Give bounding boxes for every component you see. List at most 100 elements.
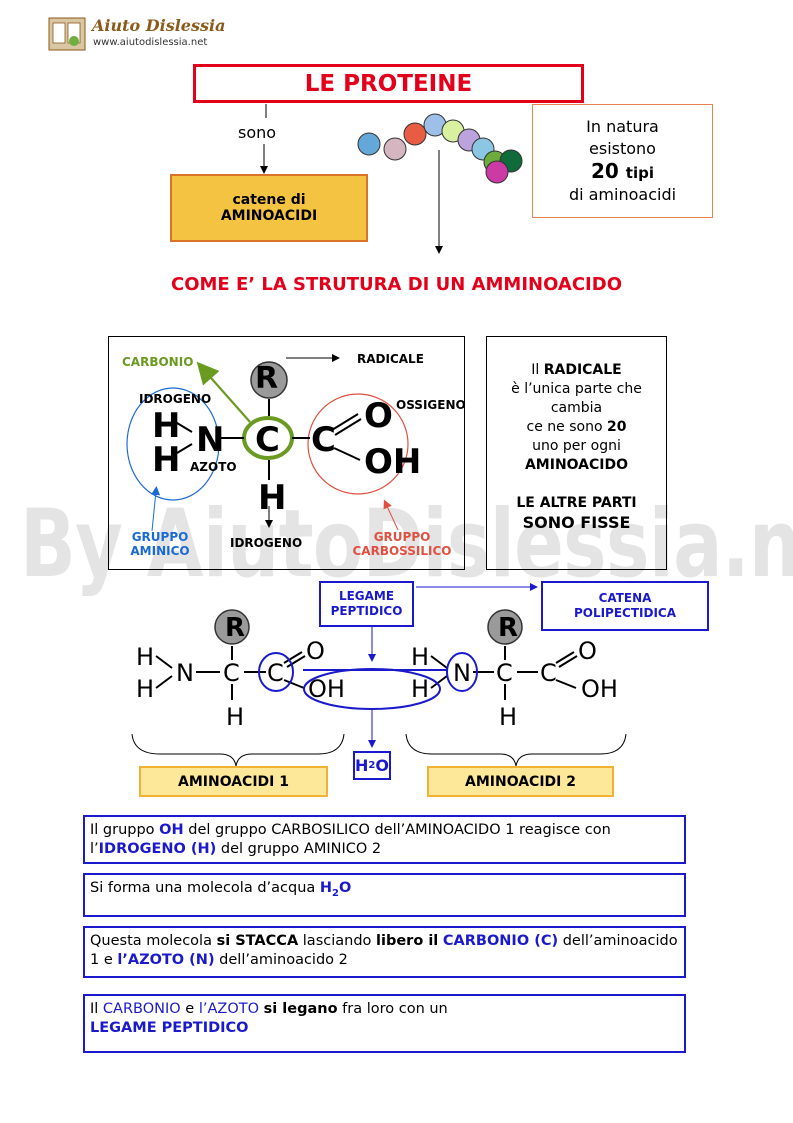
info-line1: Il RADICALE (531, 361, 622, 380)
note2-c: O (339, 880, 352, 896)
aa1-atom-o: O (306, 637, 325, 665)
aa1-atom-h2: H (136, 675, 155, 703)
aa1-atom-c-carboxyl: C (267, 659, 284, 687)
page-title: LE PROTEINE (193, 64, 584, 103)
natura-count: 20 tipi (591, 160, 654, 184)
note3-c: lasciando (298, 933, 377, 949)
h2o-o: O (375, 756, 389, 775)
natura-line2: esistono (589, 139, 656, 158)
structure-heading: COME E’ LA STRUTURA DI UN AMMINOACIDO (171, 274, 622, 295)
bead-10 (485, 160, 509, 184)
atom-oh: OH (364, 442, 422, 482)
label-radicale: RADICALE (357, 352, 424, 366)
aa2-atom-h2: H (411, 675, 430, 703)
note1-b: OH (159, 822, 184, 838)
info-line4: ce ne sono 20 (527, 418, 627, 437)
catene-line1: catene di (232, 192, 306, 208)
note-2: Si forma una molecola d’acqua H2O (83, 873, 686, 917)
note2-sub: 2 (332, 887, 339, 899)
atom-o: O (364, 396, 393, 436)
note-1: Il gruppo OH del gruppo CARBOSILICO dell… (83, 815, 686, 864)
logo-url: www.aiutodislessia.net (93, 37, 208, 48)
note4-d: l’AZOTO (198, 1001, 260, 1017)
aa2-atom-oh: OH (581, 675, 618, 703)
info-line2: è l’unica parte che (511, 381, 642, 397)
bead-3 (403, 122, 427, 146)
note-3: Questa molecola si STACCA lasciando libe… (83, 926, 686, 978)
label-gruppo-carb-1: GRUPPO (373, 530, 431, 544)
catene-box: catene di AMINOACIDI (170, 174, 368, 242)
natura-line4: di aminoacidi (568, 185, 677, 204)
aa2-atom-c: C (496, 659, 513, 687)
catene-line2: AMINOACIDI (220, 208, 318, 224)
aa2-atom-h3: H (499, 703, 518, 731)
aa1-atom-oh: OH (308, 675, 345, 703)
label-ossigeno: OSSIGENO (396, 398, 466, 412)
note4-h: LEGAME PEPTIDICO (90, 1020, 249, 1036)
aa2-atom-h1: H (411, 643, 430, 671)
aa2-atom-n: N (453, 659, 471, 687)
info-line8: SONO FISSE (522, 513, 631, 532)
aa2-atom-c-carboxyl: C (540, 659, 557, 687)
info-l4a: ce ne sono (526, 419, 607, 435)
label-gruppo-carb-2: CARBOSSILICO (352, 544, 452, 558)
note4-c: e (180, 1001, 199, 1017)
note1-e: del gruppo AMINICO 2 (216, 841, 382, 857)
info-line6: AMINOACIDO (524, 457, 629, 473)
natura-tipi: tipi (625, 164, 654, 182)
aa2-atom-o: O (578, 637, 597, 665)
note4-b: CARBONIO (102, 1001, 181, 1017)
note2-b: H (319, 880, 333, 896)
info-l1b: RADICALE (543, 362, 622, 378)
note-4: Il CARBONIO e l’AZOTO si legano fra loro… (83, 994, 686, 1053)
note3-i: dell’aminoacido 2 (214, 952, 348, 968)
legame-peptidico-box: LEGAME PEPTIDICO (319, 581, 414, 627)
bead-1 (357, 132, 381, 156)
info-line3: cambia (550, 400, 603, 416)
note3-b: si STACCA (216, 933, 299, 949)
radicale-info-box: Il RADICALE è l’unica parte che cambia c… (486, 336, 667, 570)
note3-f: CARBONIO (C) (442, 933, 559, 949)
aminoacidi-1-box: AMINOACIDI 1 (139, 766, 328, 797)
atom-h-bottom: H (258, 478, 287, 518)
aa1-atom-c: C (223, 659, 240, 687)
h2o-h: H (355, 756, 369, 775)
info-l4b: 20 (606, 419, 627, 435)
bead-2 (383, 137, 407, 161)
h2o-sub: 2 (368, 760, 376, 771)
logo-name: Aiuto Dislessia (92, 16, 226, 35)
atom-r: R (255, 361, 279, 396)
natura-box: In natura esistono 20 tipi di aminoacidi (532, 104, 713, 218)
watermark: By AiutoDislessia.net (20, 490, 793, 599)
natura-line1: In natura (586, 117, 659, 136)
aminoacid-chain (357, 113, 523, 184)
atom-c-alpha: C (255, 420, 280, 460)
label-idrogeno-top: IDROGENO (139, 392, 212, 406)
info-line5: uno per ogni (532, 438, 621, 454)
catena-polipectidica-box: CATENA POLIPECTIDICA (541, 581, 709, 631)
info-l1a: Il (531, 362, 544, 378)
note4-g: fra loro con un (337, 1001, 448, 1017)
label-gruppo-aminico-1: GRUPPO (131, 530, 189, 544)
aa1-atom-r: R (225, 613, 246, 643)
sono-label: sono (238, 123, 277, 142)
aa1-atom-h1: H (136, 643, 155, 671)
note1-d: IDROGENO (H) (98, 841, 217, 857)
info-line7: LE ALTRE PARTI (516, 495, 637, 511)
label-gruppo-aminico-2: AMINICO (130, 544, 190, 558)
atom-n: N (196, 420, 225, 460)
top-connectors (260, 104, 443, 254)
label-gruppo-aminico: GRUPPO AMINICO (128, 530, 192, 558)
note1-a: Il gruppo (90, 822, 160, 838)
note1-c: del gruppo CARBOSILICO dell’AMINOACIDO 1… (90, 822, 611, 857)
legame-line2: PEPTIDICO (330, 604, 403, 618)
structure-box (108, 336, 465, 570)
note3-d: libero il (376, 933, 439, 949)
note3-g: dell’aminoacido 1 e (90, 933, 678, 968)
legame-line1: LEGAME (338, 589, 395, 603)
label-idrogeno-bottom: IDROGENO (230, 536, 303, 550)
structure-diagram (126, 354, 409, 532)
label-gruppo-carbossilico: GRUPPO CARBOSSILICO (343, 530, 461, 558)
note3-a: Questa molecola (90, 933, 217, 949)
